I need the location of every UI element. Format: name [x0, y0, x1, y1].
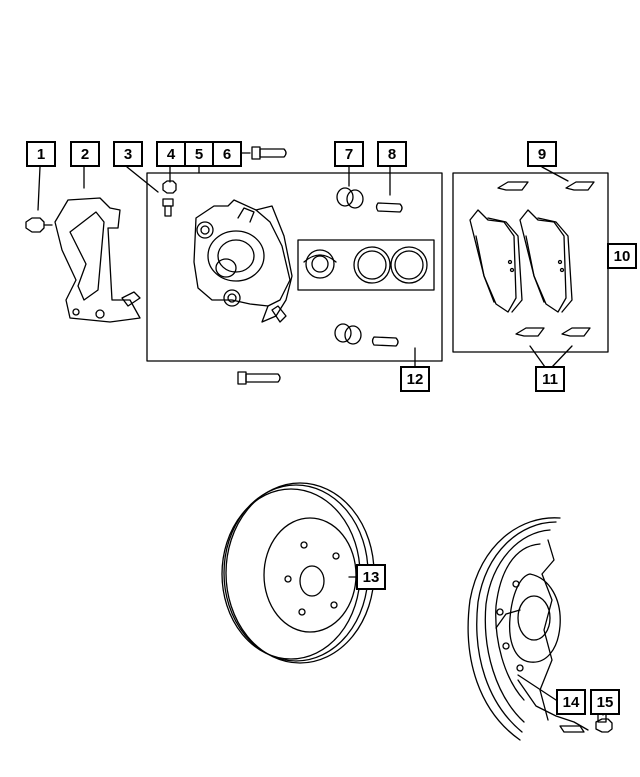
callout-8: 8: [377, 141, 407, 167]
seal-kit-box: [297, 239, 435, 291]
pin-bolt-lower: [237, 371, 281, 385]
sleeve-part-8: [371, 202, 403, 347]
brake-pads: [469, 209, 573, 313]
callout-3: 3: [113, 141, 143, 167]
pin-bolt-part-6: [251, 146, 287, 160]
rotor-part-13: [221, 482, 375, 664]
callout-12: 12: [400, 366, 430, 392]
caliper-body: [193, 199, 293, 323]
clip-part-9: [497, 181, 595, 191]
callout-10: 10: [607, 243, 637, 269]
caliper-bracket-part-2: [54, 197, 141, 323]
callout-11: 11: [535, 366, 565, 392]
leader-lines: [37, 152, 604, 716]
callout-15: 15: [590, 689, 620, 715]
bleeder-parts-3-4: [162, 180, 177, 217]
callout-5: 5: [184, 141, 214, 167]
hub-assembly-part-14: [467, 517, 589, 741]
bolt-part-15: [595, 711, 613, 733]
callout-7: 7: [334, 141, 364, 167]
callout-6: 6: [212, 141, 242, 167]
bushing-part-7: [334, 187, 364, 345]
caliper-group-box: [146, 172, 443, 362]
callout-1: 1: [26, 141, 56, 167]
callout-14: 14: [556, 689, 586, 715]
callout-4: 4: [156, 141, 186, 167]
callout-13: 13: [356, 564, 386, 590]
clip-part-11: [515, 327, 591, 337]
bolt-part-1: [25, 217, 53, 233]
callout-9: 9: [527, 141, 557, 167]
callout-2: 2: [70, 141, 100, 167]
